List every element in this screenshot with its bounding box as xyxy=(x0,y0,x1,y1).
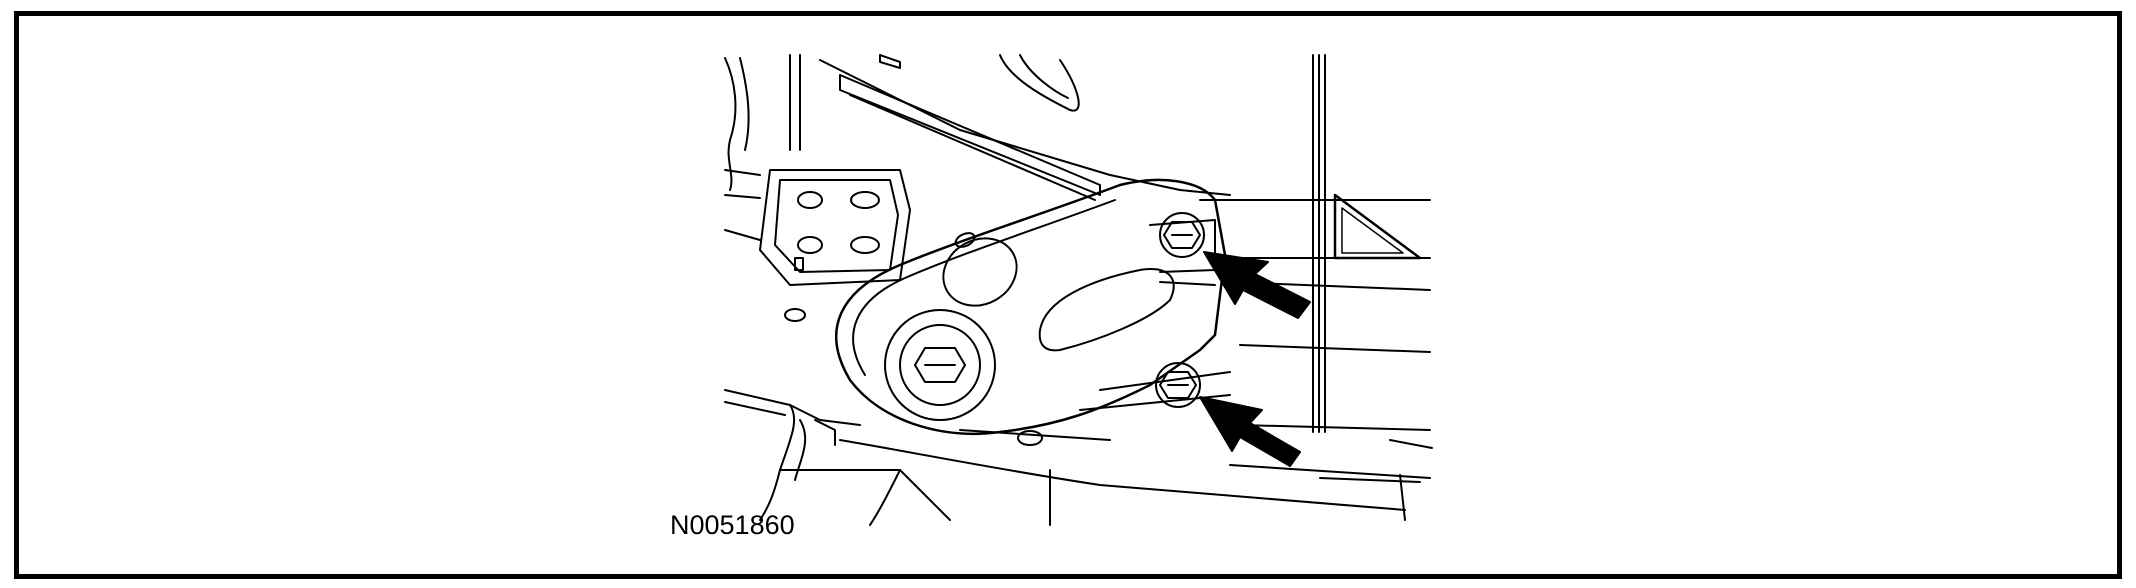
pivot-bolt xyxy=(884,309,996,421)
lower-callout-arrow xyxy=(1199,396,1301,467)
triangle-bracket xyxy=(1333,193,1422,260)
mount-bracket xyxy=(724,169,911,286)
vertical-post xyxy=(1312,54,1326,433)
figure-code-label: N0051860 xyxy=(670,510,795,540)
suspension-arm xyxy=(784,178,1231,446)
upper-callout-arrow xyxy=(1203,251,1311,319)
upper-bolt xyxy=(1159,212,1205,258)
upper-structure xyxy=(724,54,1231,201)
lower-bolt xyxy=(1155,362,1201,408)
lower-frame xyxy=(724,389,1433,526)
frame-rails xyxy=(1199,199,1431,483)
